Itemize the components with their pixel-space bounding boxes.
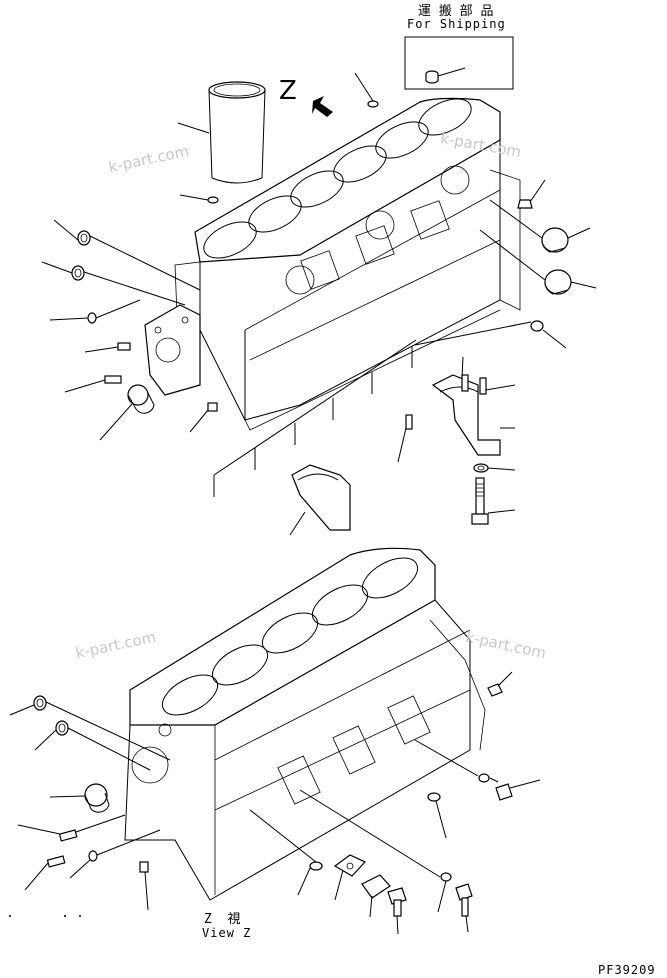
shipping-cap-part [425,67,466,84]
cup-plug-1 [489,199,591,253]
bolt-upper-right-2 [414,320,567,349]
small-plug [179,194,219,204]
lower-washer-right [414,739,499,783]
cup-plug-2 [479,229,597,295]
front-plate [144,304,201,396]
washer [473,463,516,473]
shipping-title-en: For Shipping [407,17,506,31]
dowel-1 [84,342,131,353]
plug-3 [49,299,141,324]
lower-bushing [49,783,110,813]
bolt-upper-right [517,179,546,209]
lower-plug-1 [9,695,171,761]
view-caption-en: View Z [202,926,252,940]
view-caption-jp: Z 視 [204,912,241,927]
lower-plug-center [427,792,447,839]
dowel-pin-c [397,414,413,463]
dowel-pin-a [461,356,469,392]
dowel-2 [64,375,122,393]
bushing-upper [99,384,155,441]
lower-bolt-bottom [455,883,473,933]
drawing-number: PF39209 [598,963,656,977]
lower-plug-2 [34,720,151,771]
cylinder-liner [177,81,266,184]
pin-upper [189,402,218,433]
plug-1 [53,219,201,291]
left-dots [9,915,81,917]
lower-washer-small [299,789,452,913]
bracket-lines [213,339,417,497]
lower-bolt-right-2 [495,779,541,801]
main-cap-bolt [471,477,516,525]
lower-plate-2 [361,874,391,918]
view-direction-arrow [312,96,333,117]
top-plug [354,72,379,108]
lower-flange-bolt [387,887,407,935]
shipping-box [404,36,514,90]
main-bearing-cap-2 [289,464,351,536]
lower-plate-1 [333,854,367,901]
shipping-title-jp: 運 搬 部 品 [418,4,494,19]
cylinder-block-lower [124,547,486,901]
lower-stud [249,809,323,896]
view-marker: Z [279,76,297,106]
lower-pin [139,861,149,911]
plug-2 [41,261,186,306]
lower-dowel-2 [24,855,66,891]
lower-bolt-right-1 [487,671,513,697]
lower-small-plug [69,829,161,879]
dowel-pin-b [479,377,516,395]
lower-dowel-1 [17,814,126,842]
